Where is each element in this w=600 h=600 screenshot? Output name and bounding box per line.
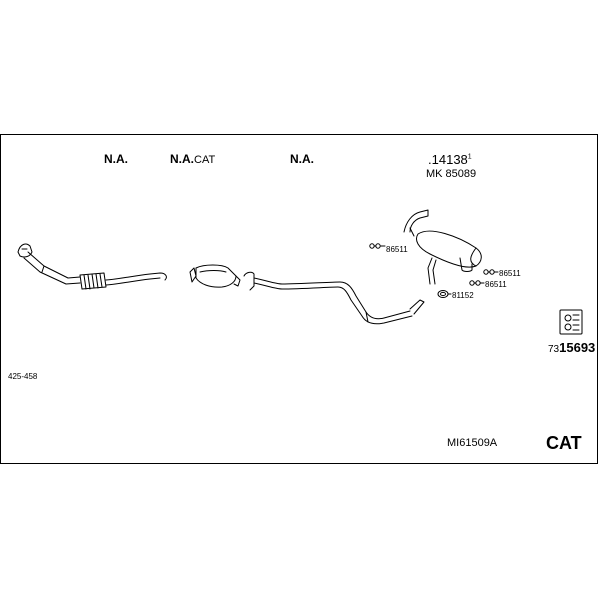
range-label: 425-458: [8, 372, 38, 381]
label-na-1: N.A.: [104, 152, 128, 166]
rear-silencer-part: [403, 209, 482, 285]
label-na-cat-main: N.A.: [170, 152, 194, 166]
callout-gasket: 81152: [452, 291, 474, 300]
kit-main: 15693: [559, 340, 596, 355]
callout-clamp-right-top: 86511: [499, 269, 521, 278]
callout-clamp-right-bottom: 86511: [485, 280, 507, 289]
gasket-icon: [437, 290, 452, 298]
middle-pipe-part: [243, 271, 425, 325]
diagram-frame: [0, 134, 598, 464]
catalytic-converter-part: [189, 264, 241, 288]
clamp-right-top-icon: [483, 269, 499, 275]
category-label: CAT: [546, 433, 582, 453]
clamp-right-bottom-icon: [469, 280, 485, 286]
label-na-cat: N.A.CAT: [170, 152, 215, 166]
kit-prefix: 73: [548, 344, 560, 355]
kit-mounting-icon: [559, 309, 583, 335]
label-main-part: .141381: [428, 152, 472, 167]
front-downpipe-part: [17, 243, 167, 290]
kit-number: 7315693: [548, 339, 595, 357]
part-number: 14138: [431, 152, 468, 167]
label-na-3: N.A.: [290, 152, 314, 166]
part-superscript: 1: [467, 153, 472, 161]
callout-clamp-left: 86511: [386, 245, 408, 254]
label-mk-part: MK 85089: [426, 168, 477, 180]
model-code: MI61509A: [447, 437, 498, 449]
clamp-left-icon: [369, 243, 386, 249]
part-dot: .: [428, 152, 432, 167]
label-na-cat-suffix: CAT: [194, 154, 216, 166]
